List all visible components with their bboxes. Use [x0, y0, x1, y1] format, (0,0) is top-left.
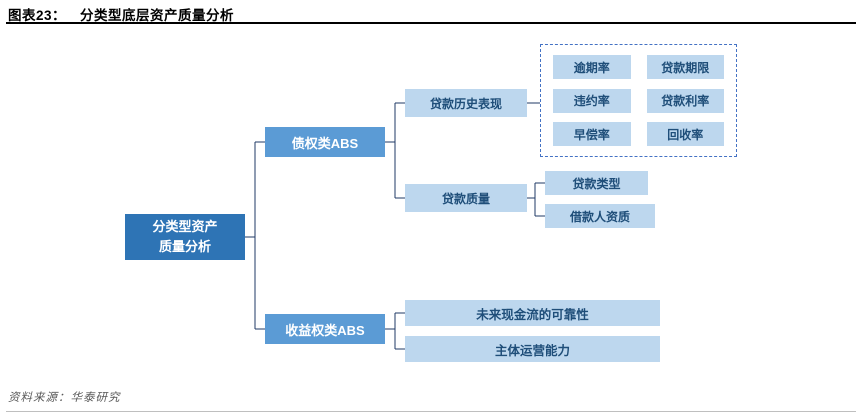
- node-root-line2: 质量分析: [158, 239, 211, 254]
- node-future-cashflow: 未来现金流的可靠性: [405, 300, 660, 326]
- figure-title: 分类型底层资产质量分析: [80, 8, 235, 23]
- metric-prepayment-rate: 早偿率: [553, 122, 631, 146]
- figure-number-label: 图表23：: [8, 8, 67, 23]
- metric-loan-term: 贷款期限: [646, 55, 724, 79]
- node-borrower-quality: 借款人资质: [545, 204, 655, 228]
- figure-header: 图表23： 分类型底层资产质量分析: [8, 4, 234, 24]
- node-loan-history: 贷款历史表现: [405, 89, 527, 117]
- bottom-divider: [6, 411, 856, 412]
- node-debt-abs: 债权类ABS: [265, 127, 385, 157]
- metric-recovery-rate: 回收率: [646, 122, 724, 146]
- metrics-group: 逾期率 贷款期限 违约率 贷款利率 早偿率 回收率: [540, 44, 737, 157]
- figure-source: 资料来源：华泰研究: [8, 390, 121, 404]
- metric-loan-rate: 贷款利率: [646, 88, 724, 113]
- metric-default-rate: 违约率: [553, 88, 631, 113]
- node-loan-quality: 贷款质量: [405, 184, 527, 212]
- node-revenue-abs: 收益权类ABS: [265, 314, 385, 344]
- node-loan-type: 贷款类型: [545, 171, 648, 195]
- node-root: 分类型资产 质量分析: [125, 214, 245, 260]
- node-root-line1: 分类型资产: [152, 218, 218, 234]
- header-divider: [6, 22, 856, 24]
- metric-overdue-rate: 逾期率: [553, 55, 631, 79]
- node-entity-operation: 主体运营能力: [405, 336, 660, 362]
